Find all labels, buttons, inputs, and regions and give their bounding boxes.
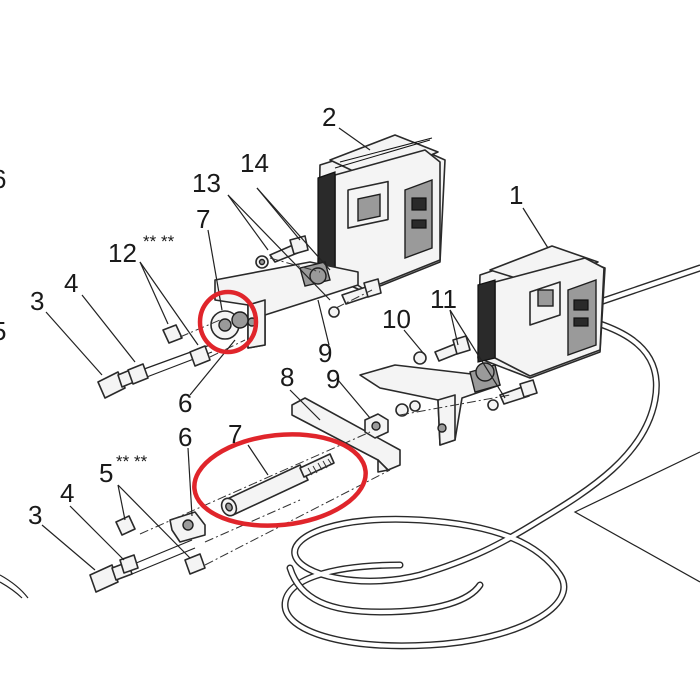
callout-12: 12	[108, 238, 137, 268]
callout-7-upper: 7	[196, 204, 210, 234]
edge-callout-5: 5	[0, 316, 6, 346]
callout-4-lower: 4	[60, 478, 74, 508]
callout-5-stars: ** **	[116, 452, 148, 471]
upper-mount-bracket	[214, 261, 359, 349]
callout-4-upper: 4	[64, 268, 78, 298]
leader-lines	[41, 127, 549, 571]
display-module-1	[477, 245, 606, 379]
callout-2: 2	[322, 102, 336, 132]
background-corner-circle-inner	[0, 581, 23, 599]
callout-6-upper: 6	[178, 388, 192, 418]
callout-5: 5	[99, 458, 113, 488]
display-cable	[281, 264, 700, 650]
callout-9-lower: 9	[326, 364, 340, 394]
callout-11: 11	[430, 284, 457, 314]
callout-13: 13	[192, 168, 221, 198]
upper-screws-13-14	[255, 235, 382, 318]
callout-12-stars: ** **	[143, 232, 175, 251]
callout-3-upper: 3	[30, 286, 44, 316]
spacer-rod-7	[220, 453, 335, 517]
edge-callout-6: 6	[0, 164, 6, 194]
callout-8: 8	[280, 362, 294, 392]
callout-14: 14	[240, 148, 269, 178]
background-corner-circle	[0, 574, 29, 599]
callout-9-upper: 9	[318, 338, 332, 368]
highlight-circle-upper	[197, 289, 259, 355]
plate-8	[291, 397, 401, 473]
callout-10: 10	[382, 304, 411, 334]
callout-3-lower: 3	[28, 500, 42, 530]
lower-screws-10-11	[413, 335, 538, 411]
lower-bolt-stack	[89, 511, 206, 593]
highlight-circle-lower	[192, 432, 368, 528]
nut-9-lower	[364, 413, 389, 439]
callout-7-lower: 7	[228, 419, 242, 449]
background-sheet-outline	[573, 451, 700, 583]
callout-1: 1	[509, 180, 523, 210]
upper-bolt-stack	[97, 310, 249, 399]
callout-6-lower: 6	[178, 422, 192, 452]
display-module-2	[317, 134, 446, 293]
